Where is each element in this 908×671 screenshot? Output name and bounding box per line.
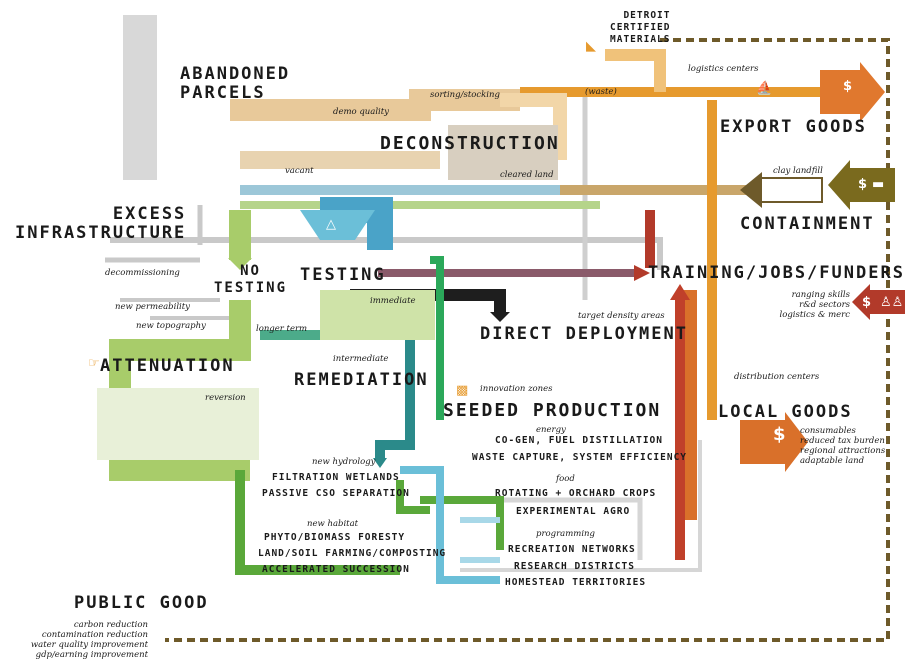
remediation-field bbox=[320, 290, 435, 340]
output-waste-capture: WASTE CAPTURE, SYSTEM EFFICIENCY bbox=[472, 452, 688, 463]
training-arrow bbox=[634, 265, 650, 281]
note-decommissioning: decommissioning bbox=[105, 268, 180, 278]
node-remediation: REMEDIATION bbox=[294, 370, 429, 390]
node-seeded-production: SEEDED PRODUCTION bbox=[443, 400, 662, 421]
flow-green-branch-1 bbox=[396, 480, 430, 514]
note-local-goods-list: consumables reduced tax burden regional … bbox=[800, 426, 886, 466]
output-experimental: EXPERIMENTAL AGRO bbox=[516, 506, 631, 517]
flow-green-branch-2 bbox=[420, 496, 504, 550]
direct-deployment-arrow bbox=[490, 312, 510, 322]
note-cleared-land: cleared land bbox=[500, 170, 554, 180]
note-programming: programming bbox=[536, 529, 595, 539]
node-local-goods: LOCAL GOODS bbox=[718, 402, 853, 422]
note-new-hydrology: new hydrology bbox=[312, 457, 376, 467]
note-immediate: immediate bbox=[370, 296, 416, 306]
export-arrow bbox=[820, 62, 885, 122]
note-new-topography: new topography bbox=[136, 321, 206, 331]
output-land-soil: LAND/SOIL FARMING/COMPOSTING bbox=[258, 548, 447, 559]
node-no-testing: NO TESTING bbox=[214, 263, 288, 296]
blue-arrow bbox=[373, 458, 387, 468]
flow-green-phyto bbox=[235, 470, 400, 575]
note-ranging-list: ranging skills r&d sectors logistics & m… bbox=[779, 290, 851, 320]
node-testing: TESTING bbox=[300, 265, 386, 285]
flow-public-good-loop bbox=[165, 38, 890, 642]
flow-waste bbox=[500, 93, 567, 160]
node-deconstruction: DECONSTRUCTION bbox=[380, 133, 560, 154]
note-energy: energy bbox=[536, 425, 566, 435]
flow-certified-down bbox=[605, 49, 666, 92]
containment-input-arrow bbox=[828, 160, 895, 210]
flow-lightblue bbox=[460, 517, 500, 563]
local-goods-arrow bbox=[740, 412, 808, 472]
node-excess-infrastructure: EXCESS INFRASTRUCTURE bbox=[15, 204, 187, 243]
attenuation-field bbox=[97, 388, 259, 460]
note-waste: (waste) bbox=[585, 87, 617, 97]
flow-attenuation-loop bbox=[109, 300, 251, 481]
flow-gray-bottom bbox=[460, 440, 702, 572]
no-testing-arrow bbox=[228, 258, 252, 270]
note-target-density: target density areas bbox=[578, 311, 665, 321]
dollar-icon-containment: $ bbox=[858, 177, 868, 192]
output-phyto: PHYTO/BIOMASS FORESTY bbox=[264, 532, 406, 543]
flasks-icon: △ bbox=[326, 217, 336, 232]
output-research: RESEARCH DISTRICTS bbox=[514, 561, 635, 572]
training-input-arrow bbox=[852, 284, 905, 320]
node-public-good: PUBLIC GOOD bbox=[74, 593, 209, 613]
output-cogen: CO-GEN, FUEL DISTILLATION bbox=[495, 435, 663, 446]
training-up-arrow bbox=[670, 284, 690, 300]
node-abandoned-parcels: ABANDONED PARCELS bbox=[180, 64, 291, 103]
truck-icon: ▬ bbox=[872, 177, 885, 192]
note-food: food bbox=[556, 474, 575, 484]
flow-infra-gray bbox=[110, 237, 663, 270]
deconstruction-grid bbox=[448, 125, 558, 180]
note-demo-quality: demo quality bbox=[333, 107, 389, 117]
output-passive-cso: PASSIVE CSO SEPARATION bbox=[262, 488, 410, 499]
dollar-icon-local: $ bbox=[773, 424, 786, 445]
output-filtration: FILTRATION WETLANDS bbox=[272, 472, 400, 483]
node-training: TRAINING/JOBS/FUNDERS bbox=[648, 263, 905, 283]
note-vacant: vacant bbox=[285, 166, 314, 176]
containment-box bbox=[759, 177, 823, 203]
output-accelerated: ACCELERATED SUCCESSION bbox=[262, 564, 410, 575]
node-containment: CONTAINMENT bbox=[740, 214, 875, 234]
flow-teal-down bbox=[430, 256, 444, 420]
note-new-permeability: new permeability bbox=[115, 302, 190, 312]
forklift-icon: ◣ bbox=[586, 39, 596, 54]
note-reversion: reversion bbox=[205, 393, 246, 403]
note-sorting-stocking: sorting/stocking bbox=[430, 90, 500, 100]
ship-icon: ⛵ bbox=[756, 81, 773, 96]
output-homestead: HOMESTEAD TERRITORIES bbox=[505, 577, 647, 588]
dollar-icon-training: $ bbox=[862, 295, 872, 310]
flow-demo-quality bbox=[230, 89, 520, 121]
bulldozer-icon: ▩ bbox=[456, 383, 469, 398]
output-rotating: ROTATING + ORCHARD CROPS bbox=[495, 488, 657, 499]
node-attenuation: ATTENUATION bbox=[100, 356, 235, 376]
output-recreation: RECREATION NETWORKS bbox=[508, 544, 636, 555]
note-public-good-list: carbon reduction contamination reduction… bbox=[30, 620, 148, 660]
note-innovation-zones: innovation zones bbox=[480, 384, 553, 394]
testing-funnel bbox=[300, 210, 375, 240]
containment-arrow-head bbox=[740, 172, 762, 208]
dollar-icon-export: $ bbox=[843, 79, 853, 94]
people-icon: ♙♙ bbox=[880, 295, 904, 310]
note-clay-landfill: clay landfill bbox=[773, 166, 823, 176]
note-logistics-centers: logistics centers bbox=[688, 64, 759, 74]
flow-blue-filtration bbox=[375, 335, 415, 460]
flow-gray-decom bbox=[105, 205, 203, 263]
note-distribution-centers: distribution centers bbox=[734, 372, 820, 382]
flow-gray-down-right bbox=[490, 497, 643, 560]
note-longer-term: longer term bbox=[256, 324, 308, 334]
flow-blue-cso bbox=[400, 466, 500, 584]
deer-icon: ☞ bbox=[88, 356, 100, 371]
note-new-habitat: new habitat bbox=[307, 519, 359, 529]
node-direct-deployment: DIRECT DEPLOYMENT bbox=[480, 324, 688, 344]
node-detroit-certified: DETROIT CERTIFIED MATERIALS bbox=[610, 10, 671, 45]
node-export-goods: EXPORT GOODS bbox=[720, 117, 867, 137]
note-intermediate: intermediate bbox=[333, 354, 389, 364]
